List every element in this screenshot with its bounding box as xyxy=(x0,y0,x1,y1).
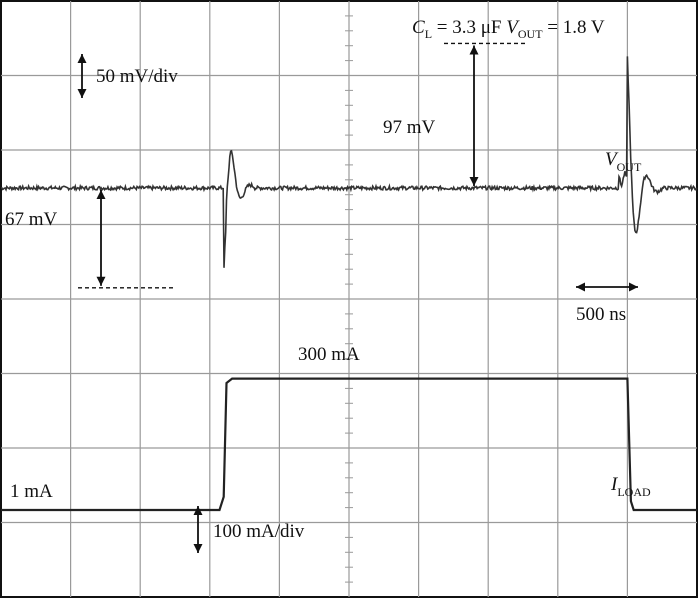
low-current-label: 1 mA xyxy=(10,481,53,502)
time-scale-arrow xyxy=(576,282,638,292)
overshoot-arrow xyxy=(469,45,479,186)
time-scale-arrow-head-end xyxy=(629,282,638,292)
overshoot-arrow-head-start xyxy=(469,45,479,55)
iload-scale-label: 100 mA/div xyxy=(213,521,305,542)
vout-scale-arrow xyxy=(77,54,87,98)
overshoot-label: 97 mV xyxy=(383,117,436,138)
iload-scale-arrow xyxy=(193,506,203,553)
vout-trace xyxy=(0,56,698,268)
overshoot-arrow-head-end xyxy=(469,177,479,186)
undershoot-arrow xyxy=(96,190,106,286)
vout-scale-label: 50 mV/div xyxy=(96,66,178,87)
labels: CL = 3.3 μF VOUT = 1.8 V 50 mV/div 97 mV… xyxy=(5,17,651,542)
time-scale-arrow-head-start xyxy=(576,282,585,292)
time-scale-label: 500 ns xyxy=(576,304,626,325)
vout-scale-arrow-head-end xyxy=(77,89,87,98)
traces xyxy=(0,56,698,512)
iload-trace xyxy=(1,377,697,512)
undershoot-arrow-head-start xyxy=(96,190,106,199)
vout-series-label: VOUT xyxy=(605,149,642,174)
vout-scale-arrow-head-start xyxy=(77,54,87,63)
iload-series-label: ILOAD xyxy=(610,474,651,499)
undershoot-label: 67 mV xyxy=(5,209,58,230)
chart-title: CL = 3.3 μF VOUT = 1.8 V xyxy=(412,17,605,41)
grid xyxy=(1,1,697,597)
high-current-label: 300 mA xyxy=(298,344,360,365)
undershoot-arrow-head-end xyxy=(96,276,106,286)
iload-scale-arrow-head-start xyxy=(193,506,203,515)
iload-scale-arrow-head-end xyxy=(193,544,203,553)
annotations xyxy=(77,42,638,553)
